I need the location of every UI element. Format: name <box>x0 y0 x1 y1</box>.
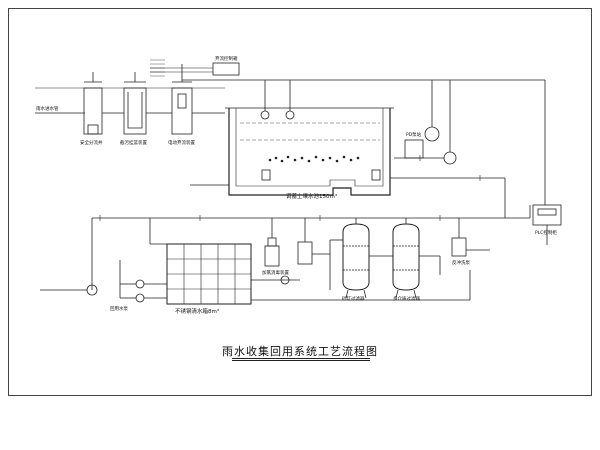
label-steel-tank: 不锈钢清水箱8m³ <box>175 307 219 315</box>
plc-cabinet <box>532 204 562 245</box>
label-filter-device: 截污挂篮装置 <box>120 139 147 146</box>
label-filter1: 砂缸过滤器 <box>342 295 365 302</box>
safety-diversion-well <box>83 72 103 135</box>
filter-basket-well <box>102 72 147 135</box>
return-water-pumps <box>119 260 167 303</box>
pump-station <box>394 80 457 165</box>
electric-diversion-well <box>146 64 225 135</box>
disinfection-device <box>251 218 300 285</box>
stainless-steel-tank <box>149 218 252 305</box>
drawing-frame <box>8 8 592 396</box>
label-safety-well: 安全分流井 <box>80 139 103 146</box>
ground-and-wells <box>35 59 240 135</box>
title-underline <box>232 358 370 359</box>
label-pump-station: PD泵站 <box>406 131 422 138</box>
label-return-pump: 回用水泵 <box>110 305 128 312</box>
label-filter2: 多介质过滤器 <box>393 295 420 302</box>
label-disinfect: 加氯消毒装置 <box>262 269 289 276</box>
dosing-unit <box>297 218 330 265</box>
backwash-pump <box>439 218 490 275</box>
storage-tank <box>225 80 394 196</box>
label-gate-device: 电动弃流装置 <box>168 139 195 146</box>
title-underline-2 <box>232 360 370 361</box>
diagram-title: 雨水收集回用系统工艺流程图 <box>222 345 378 358</box>
diversion-control-box <box>150 62 240 76</box>
label-plc: PLC控制柜 <box>535 229 557 236</box>
label-rain-inlet: 雨水进水管 <box>36 105 59 112</box>
label-control-box: 弃流控制箱 <box>215 55 238 62</box>
label-tank: 调蓄土壤水池150m³ <box>286 192 337 200</box>
label-backwash: 反冲洗泵 <box>452 259 470 266</box>
sand-filter <box>329 218 370 299</box>
multimedia-filter <box>369 218 440 299</box>
